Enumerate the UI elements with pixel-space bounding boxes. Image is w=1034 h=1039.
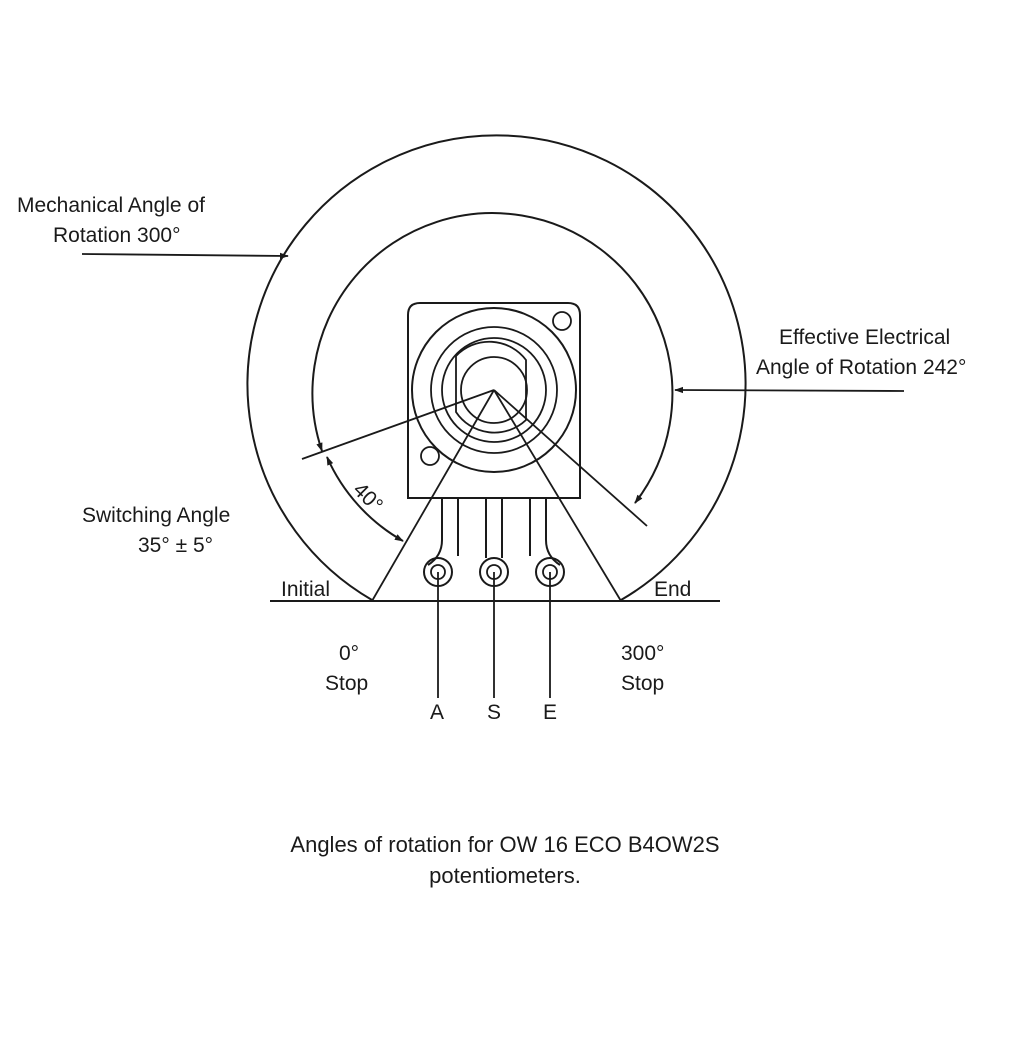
caption-line2: potentiometers. <box>429 863 581 888</box>
caption-line1: Angles of rotation for OW 16 ECO B4OW2S <box>290 832 719 857</box>
three-hundred-stop-label-line2: Stop <box>621 672 664 695</box>
mechanical-angle-label-line1: Mechanical Angle of <box>17 194 205 217</box>
switching-angle-label-line2: 35° ± 5° <box>138 534 213 557</box>
shaft-bore <box>460 356 528 424</box>
zero-stop-label-line2: Stop <box>325 672 368 695</box>
mechanical-rotation-arc <box>246 134 747 601</box>
inner-ring <box>441 337 547 443</box>
ray-zero-stop <box>371 389 495 602</box>
ray-switching <box>301 389 495 460</box>
mechanical-leader-arrow <box>81 252 289 260</box>
ray-end-stop <box>493 389 622 602</box>
three-hundred-stop-label-line1: 300° <box>621 642 664 665</box>
zero-stop-label-line1: 0° <box>339 642 359 665</box>
electrical-rotation-arc <box>311 212 674 504</box>
middle-ring <box>430 326 558 454</box>
mechanical-angle-label-line2: Rotation 300° <box>53 224 181 247</box>
pin-e-terminal <box>529 498 565 698</box>
switching-angle-arc <box>326 456 404 542</box>
mounting-hole-top-right <box>552 311 572 331</box>
switching-angle-label-line1: Switching Angle <box>82 504 230 527</box>
initial-label: Initial <box>281 578 330 601</box>
outer-ring <box>411 307 577 473</box>
pin-a-label: A <box>430 701 444 724</box>
mounting-hole-bottom-left <box>420 446 440 466</box>
potentiometer-body <box>407 302 581 499</box>
end-label: End <box>654 578 691 601</box>
electrical-leader-arrow <box>674 386 905 394</box>
pin-s-terminal <box>479 498 509 698</box>
pin-s-label: S <box>487 701 501 724</box>
electrical-angle-label-line1: Effective Electrical <box>779 326 950 349</box>
electrical-angle-label-line2: Angle of Rotation 242° <box>756 356 966 379</box>
pin-e-label: E <box>543 701 557 724</box>
shaft-flat <box>455 340 527 434</box>
forty-degree-label: 40° <box>348 478 387 517</box>
ray-electrical-end <box>493 389 648 527</box>
pin-a-terminal <box>423 498 459 698</box>
